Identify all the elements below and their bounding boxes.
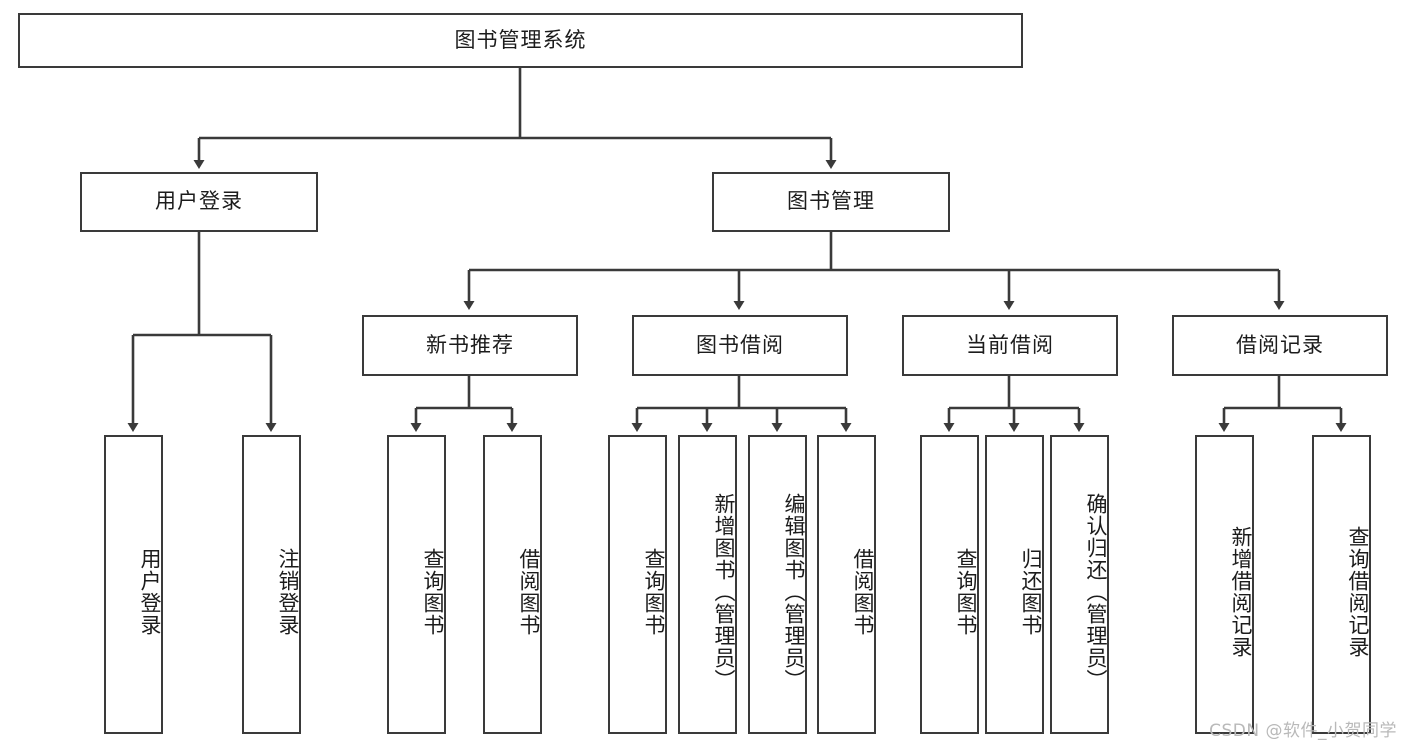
leaf-current-return-book[interactable]: 归还图书	[985, 435, 1044, 734]
leaf-borrow-add-book-label: 新增图书（管理员）	[712, 492, 736, 691]
leaf-borrow-add-book[interactable]: 新增图书（管理员）	[678, 435, 737, 734]
leaf-borrow-query-book-label: 查询图书	[642, 547, 666, 636]
leaf-record-query[interactable]: 查询借阅记录	[1312, 435, 1371, 734]
node-borrow-record[interactable]: 借阅记录	[1172, 315, 1388, 376]
node-book-management-label: 图书管理	[787, 189, 875, 214]
node-root-label: 图书管理系统	[454, 27, 587, 52]
node-new-book-recommend-label: 新书推荐	[426, 332, 514, 357]
leaf-current-confirm-return[interactable]: 确认归还（管理员）	[1050, 435, 1109, 734]
node-user-login-label: 用户登录	[155, 189, 243, 214]
node-user-login[interactable]: 用户登录	[80, 172, 318, 232]
leaf-borrow-borrow-book[interactable]: 借阅图书	[817, 435, 876, 734]
leaf-user-login[interactable]: 用户登录	[104, 435, 163, 734]
leaf-borrow-query-book[interactable]: 查询图书	[608, 435, 667, 734]
leaf-borrow-edit-book[interactable]: 编辑图书（管理员）	[748, 435, 807, 734]
leaf-logout-label: 注销登录	[276, 547, 300, 636]
leaf-newbook-query-book-label: 查询图书	[421, 547, 445, 636]
node-current-borrow[interactable]: 当前借阅	[902, 315, 1118, 376]
leaf-logout[interactable]: 注销登录	[242, 435, 301, 734]
leaf-record-query-label: 查询借阅记录	[1346, 525, 1370, 658]
node-book-borrow[interactable]: 图书借阅	[632, 315, 848, 376]
node-root[interactable]: 图书管理系统	[18, 13, 1023, 68]
leaf-current-query-book[interactable]: 查询图书	[920, 435, 979, 734]
node-current-borrow-label: 当前借阅	[966, 332, 1054, 357]
node-book-borrow-label: 图书借阅	[696, 332, 784, 357]
leaf-current-return-book-label: 归还图书	[1019, 547, 1043, 636]
leaf-newbook-borrow-book[interactable]: 借阅图书	[483, 435, 542, 734]
leaf-user-login-label: 用户登录	[138, 547, 162, 636]
leaf-current-confirm-return-label: 确认归还（管理员）	[1084, 492, 1108, 691]
node-new-book-recommend[interactable]: 新书推荐	[362, 315, 578, 376]
node-book-management[interactable]: 图书管理	[712, 172, 950, 232]
leaf-record-add[interactable]: 新增借阅记录	[1195, 435, 1254, 734]
watermark: CSDN @软件_小贺同学	[1209, 721, 1397, 741]
node-borrow-record-label: 借阅记录	[1236, 332, 1324, 357]
leaf-newbook-borrow-book-label: 借阅图书	[517, 547, 541, 636]
leaf-record-add-label: 新增借阅记录	[1229, 525, 1253, 658]
leaf-borrow-edit-book-label: 编辑图书（管理员）	[782, 492, 806, 691]
leaf-borrow-borrow-book-label: 借阅图书	[851, 547, 875, 636]
leaf-current-query-book-label: 查询图书	[954, 547, 978, 636]
leaf-newbook-query-book[interactable]: 查询图书	[387, 435, 446, 734]
